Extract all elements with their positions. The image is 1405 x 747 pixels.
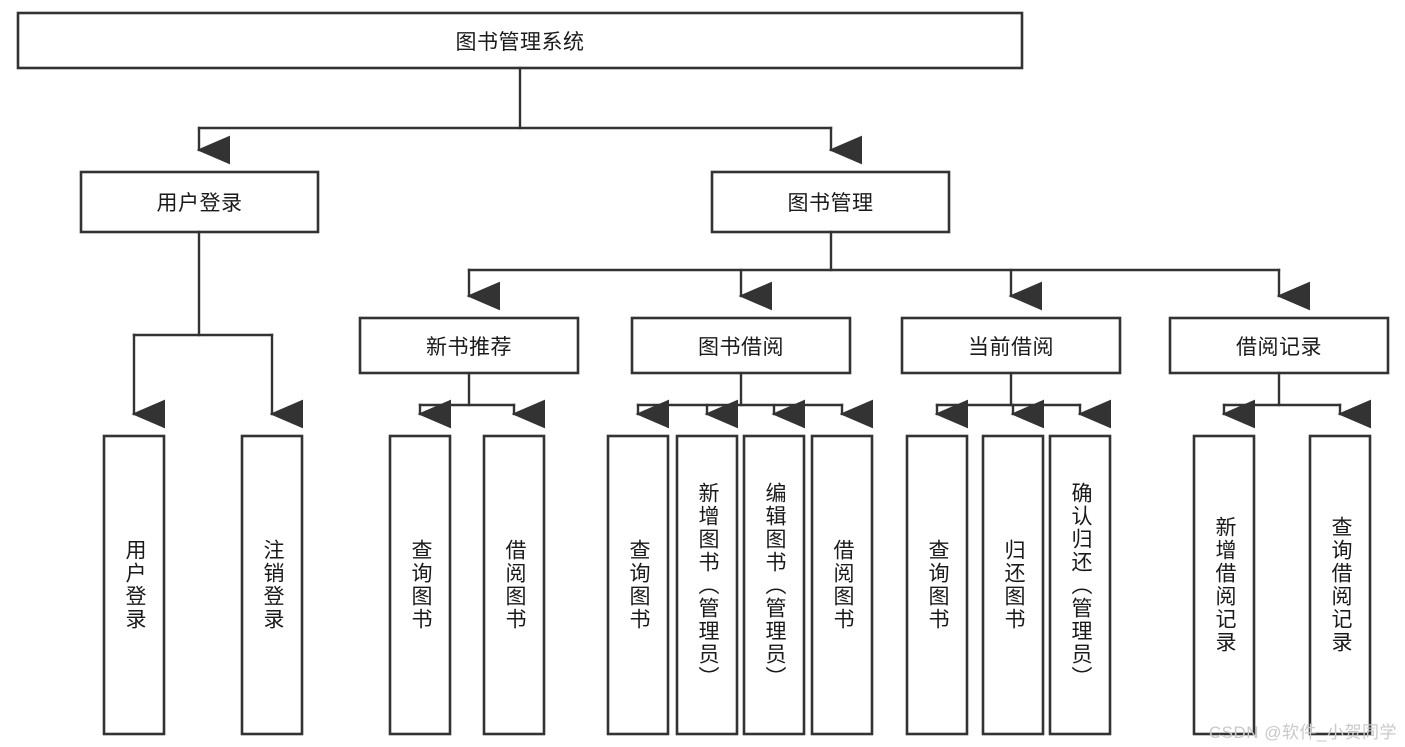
node-box-user-login[interactable] xyxy=(79,170,320,234)
node-box-leaf-borrow-book-1[interactable] xyxy=(482,434,546,736)
node-box-root[interactable] xyxy=(16,11,1024,70)
node-box-leaf-query-book-1[interactable] xyxy=(388,434,452,736)
node-box-book-borrow[interactable] xyxy=(630,316,852,375)
node-box-current-borrow[interactable] xyxy=(900,316,1122,375)
csdn-watermark: CSDN @软件_小贺同学 xyxy=(1208,723,1397,742)
edges xyxy=(131,66,1372,429)
node-box-leaf-edit-book[interactable] xyxy=(742,434,806,736)
node-box-leaf-logout[interactable] xyxy=(240,434,304,736)
node-box-leaf-query-book-2[interactable] xyxy=(606,434,670,736)
node-box-borrow-record[interactable] xyxy=(1168,316,1390,375)
node-box-book-manage[interactable] xyxy=(710,170,951,234)
node-box-leaf-add-record[interactable] xyxy=(1192,434,1256,736)
node-box-leaf-return-book[interactable] xyxy=(981,434,1045,736)
node-box-leaf-confirm-return[interactable] xyxy=(1048,434,1112,736)
node-box-leaf-query-book-3[interactable] xyxy=(905,434,969,736)
node-box-leaf-user-login[interactable] xyxy=(102,434,166,736)
node-boxes xyxy=(16,11,1390,736)
node-box-leaf-borrow-book-2[interactable] xyxy=(810,434,874,736)
node-box-leaf-query-record[interactable] xyxy=(1308,434,1372,736)
node-box-new-book-rec[interactable] xyxy=(358,316,580,375)
node-box-leaf-add-book[interactable] xyxy=(675,434,739,736)
